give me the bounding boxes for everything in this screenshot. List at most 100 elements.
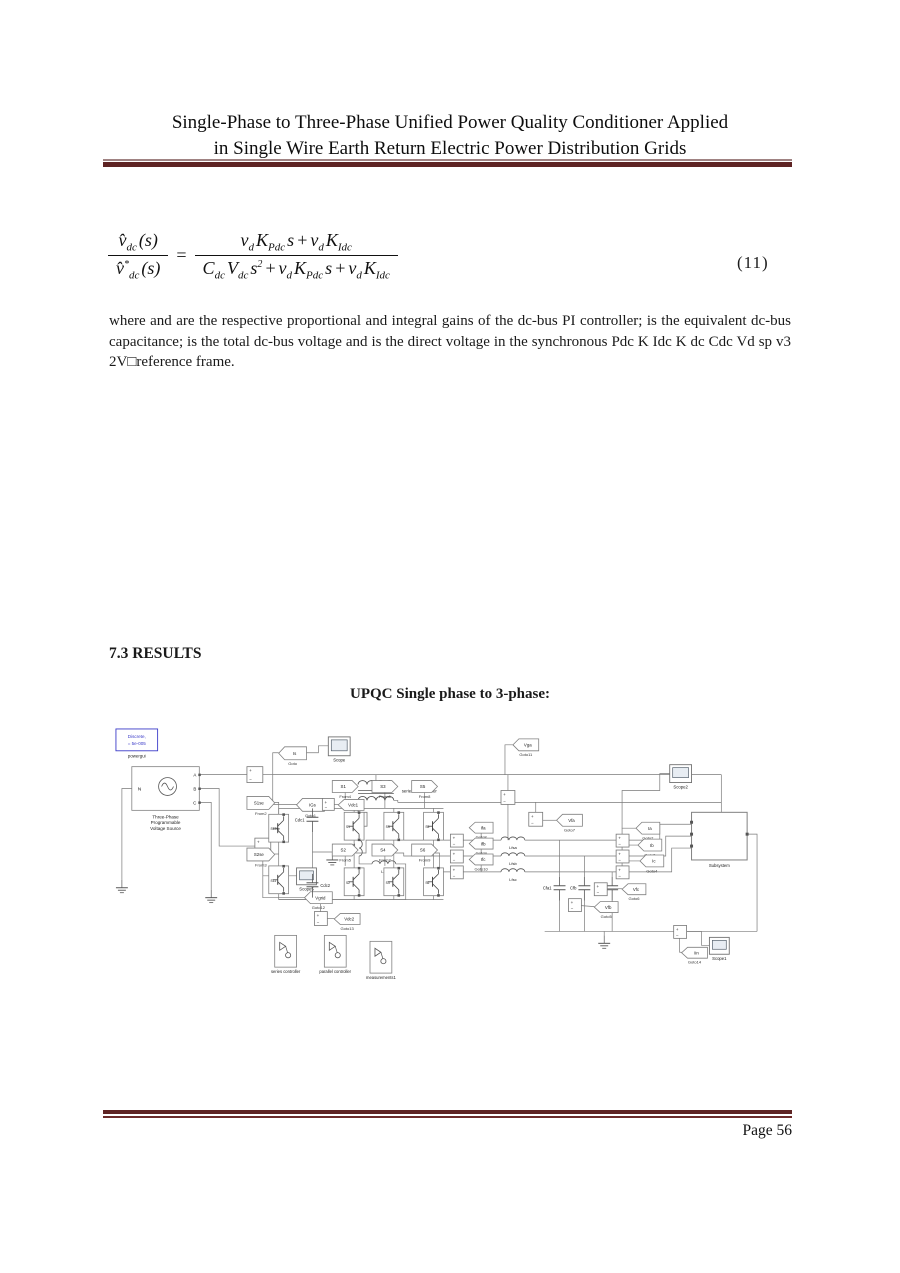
svg-text:Goto12: Goto12 <box>312 905 326 910</box>
title-line2: in Single Wire Earth Return Electric Pow… <box>213 138 687 159</box>
svg-text:Goto10: Goto10 <box>475 866 489 871</box>
svg-text:Lfsb: Lfsb <box>509 861 517 866</box>
svg-text:Goto11: Goto11 <box>519 752 533 757</box>
svg-text:Scope1: Scope1 <box>712 956 727 961</box>
svg-text:S2: S2 <box>346 881 350 885</box>
svg-text:From2: From2 <box>255 811 267 816</box>
svg-text:−: − <box>676 933 679 938</box>
svg-text:= 5e-005: = 5e-005 <box>128 741 147 746</box>
svg-text:S3: S3 <box>380 784 386 789</box>
svg-text:+: + <box>531 814 534 819</box>
svg-text:B: B <box>193 786 196 791</box>
fraction-bar <box>108 254 169 256</box>
body-paragraph: where and are the respective proportiona… <box>109 313 791 371</box>
svg-text:+: + <box>618 836 621 841</box>
header-rule-thin <box>103 159 792 161</box>
svg-text:Goto4: Goto4 <box>646 868 658 873</box>
svg-text:S4: S4 <box>380 848 386 853</box>
svg-text:−: − <box>596 890 599 895</box>
svg-text:Vga: Vga <box>524 743 532 748</box>
figure-caption: UPQC Single phase to 3-phase: <box>349 686 551 702</box>
svg-text:S1: S1 <box>346 825 350 829</box>
svg-text:Scope5: Scope5 <box>299 887 314 892</box>
svg-text:Ia: Ia <box>648 826 652 831</box>
svg-text:+: + <box>453 867 456 872</box>
svg-text:S12se: S12se <box>271 827 280 831</box>
svg-text:Goto8: Goto8 <box>476 835 488 840</box>
svg-text:From9: From9 <box>419 857 431 862</box>
svg-text:S6: S6 <box>425 881 429 885</box>
svg-text:−: − <box>249 777 252 782</box>
svg-text:+: + <box>618 867 621 872</box>
svg-text:−: − <box>618 857 621 862</box>
svg-text:Ic: Ic <box>652 859 656 864</box>
svg-text:−: − <box>325 805 328 810</box>
svg-text:Vdc1: Vdc1 <box>348 803 359 808</box>
svg-text:Goto: Goto <box>288 761 298 766</box>
footer-rule-thick <box>103 1110 792 1114</box>
svg-text:+: + <box>503 792 506 797</box>
svg-text:S11: S11 <box>271 879 277 883</box>
svg-text:Cdc1: Cdc1 <box>295 817 305 822</box>
equation-number: (11) <box>737 253 769 272</box>
svg-text:Goto14: Goto14 <box>688 960 702 965</box>
svg-text:Scope2: Scope2 <box>673 785 688 790</box>
svg-text:Ifc: Ifc <box>481 857 486 862</box>
svg-text:Cdc2: Cdc2 <box>320 883 330 888</box>
svg-text:Goto7: Goto7 <box>564 828 576 833</box>
svg-text:Lfsa: Lfsa <box>509 845 517 850</box>
svg-text:Goto1: Goto1 <box>305 813 317 818</box>
section-heading: 7.3 RESULTS <box>109 645 202 662</box>
svg-text:Ib: Ib <box>650 843 654 848</box>
svg-text:−: − <box>317 920 320 925</box>
equation-lhs: v̂dc(s) v̂*dc(s) <box>108 230 169 282</box>
equation-lhs-numerator: v̂dc(s) <box>118 230 158 254</box>
svg-text:From3: From3 <box>255 862 267 867</box>
svg-text:Lfsc: Lfsc <box>509 877 516 882</box>
svg-text:measurements1: measurements1 <box>366 975 396 980</box>
svg-text:Subsystem: Subsystem <box>709 863 730 868</box>
svg-text:Is: Is <box>293 751 297 756</box>
svg-text:Vfb: Vfb <box>605 905 612 910</box>
svg-text:S2: S2 <box>341 848 347 853</box>
svg-text:Cfb: Cfb <box>570 886 577 891</box>
svg-text:Goto5: Goto5 <box>601 914 613 919</box>
footer-rule-thin <box>103 1116 792 1118</box>
svg-text:−: − <box>503 799 506 804</box>
svg-text:−: − <box>453 857 456 862</box>
svg-text:Cfa1: Cfa1 <box>543 886 552 891</box>
equation-lhs-denominator: v̂*dc(s) <box>116 257 161 282</box>
svg-text:Iin: Iin <box>694 950 699 955</box>
svg-text:−: − <box>618 842 621 847</box>
svg-text:A: A <box>193 773 196 778</box>
svg-text:−: − <box>571 906 574 911</box>
svg-text:Vdc2: Vdc2 <box>344 917 355 922</box>
svg-text:+: + <box>676 927 679 932</box>
header-rule-thick <box>103 162 792 167</box>
svg-text:Three-Phase: Three-Phase <box>152 814 179 819</box>
svg-text:S5: S5 <box>425 825 429 829</box>
fraction-bar <box>194 254 398 256</box>
svg-text:S4: S4 <box>386 881 390 885</box>
svg-text:From6: From6 <box>379 794 391 799</box>
footer-rule <box>103 1110 792 1118</box>
svg-text:−: − <box>618 873 621 878</box>
svg-text:series controller: series controller <box>271 969 301 974</box>
svg-text:parallel controller: parallel controller <box>319 969 351 974</box>
svg-text:S2se: S2se <box>254 852 265 857</box>
svg-text:Voltage Source: Voltage Source <box>150 826 181 831</box>
svg-text:Ifa: Ifa <box>481 825 486 830</box>
svg-text:From4: From4 <box>339 794 351 799</box>
svg-text:From8: From8 <box>419 794 431 799</box>
page-title: Single-Phase to Three-Phase Unified Powe… <box>90 110 810 162</box>
svg-text:Ifb: Ifb <box>481 841 486 846</box>
svg-text:+: + <box>249 768 252 773</box>
svg-text:+: + <box>453 836 456 841</box>
svg-text:S6: S6 <box>420 848 426 853</box>
svg-text:+: + <box>596 884 599 889</box>
svg-text:N: N <box>138 786 142 792</box>
